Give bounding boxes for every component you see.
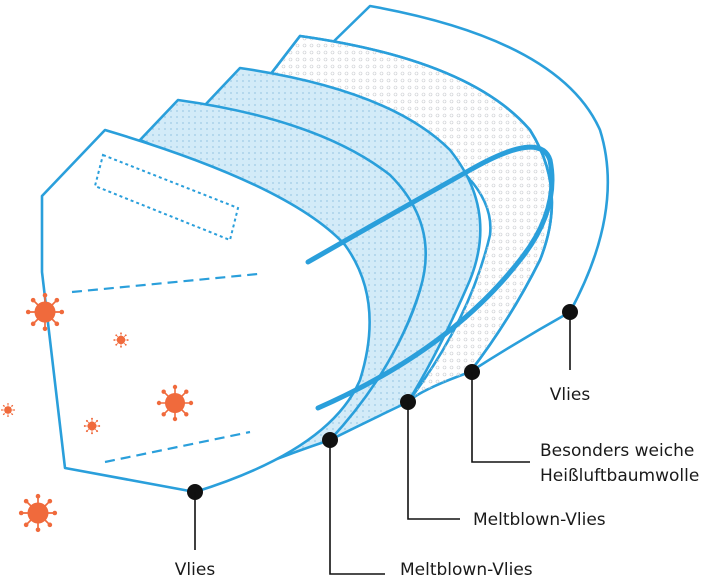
- leader-line-meltblown-1: [329, 440, 385, 575]
- layer-cotton-outline: [268, 34, 554, 373]
- leader-line-cotton: [471, 372, 530, 463]
- virus-icon: [113, 332, 129, 348]
- leader-line-meltblown-2: [407, 402, 460, 520]
- virus-icon: [83, 417, 101, 435]
- label-outer-vlies: Vlies: [175, 560, 216, 580]
- layer-cotton-texture: [270, 36, 552, 402]
- layer-outer-vlies: [40, 128, 371, 494]
- virus-icon: [18, 493, 58, 533]
- fold-line-lower: [104, 430, 251, 464]
- label-inner-vlies: Vlies: [550, 385, 591, 405]
- virus-icon: [0, 402, 16, 418]
- virus-icon: [156, 383, 194, 423]
- virus-icon: [25, 292, 65, 332]
- label-meltblown-2: Meltblown-Vlies: [473, 510, 606, 530]
- nose-clip-outline: [93, 153, 240, 242]
- label-cotton-line2: Heißluftbaumwolle: [540, 466, 699, 486]
- ear-strap: [305, 144, 555, 411]
- label-cotton-line1: Besonders weiche: [540, 441, 694, 461]
- label-meltblown-1: Meltblown-Vlies: [400, 560, 533, 580]
